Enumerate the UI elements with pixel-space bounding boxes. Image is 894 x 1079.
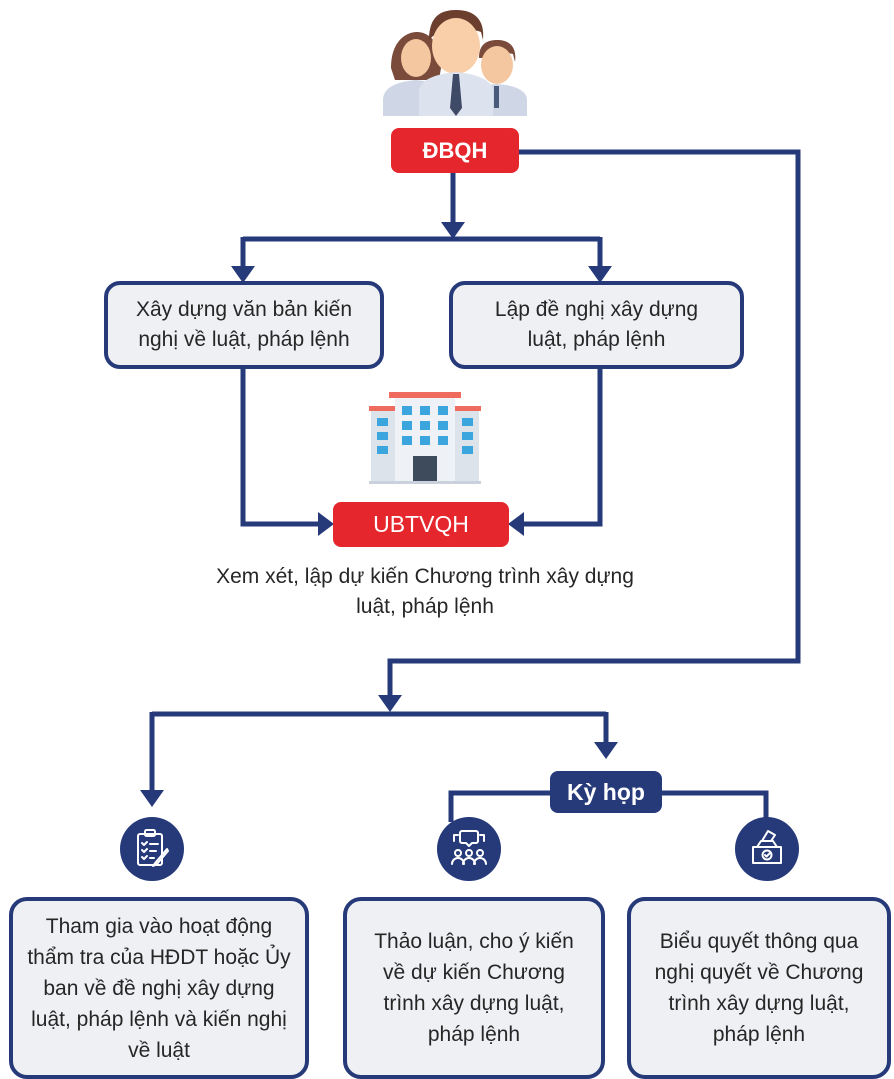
box-discussion-text: Thảo luận, cho ý kiến về dự kiến Chương … — [374, 930, 574, 1046]
discussion-group-icon — [451, 830, 487, 865]
ky-hop-label: Kỳ họp — [567, 778, 645, 805]
line-kyhop-left — [448, 790, 550, 822]
box-draft-recommendation-text: Xây dựng văn bản kiến nghị về luật, pháp… — [135, 298, 353, 351]
line-left-box-to-ubtvqh — [240, 368, 318, 527]
line-kyhop-right — [660, 790, 769, 822]
arrow-into-ubtvqh-right — [508, 512, 524, 536]
dbqh-label: ĐBQH — [422, 137, 488, 163]
box-vote-text: Biểu quyết thông qua nghị quyết về Chươn… — [654, 930, 864, 1046]
arrow-ky-hop — [594, 742, 618, 759]
ballot-box-icon — [752, 830, 782, 864]
ubtvqh-node: UBTVQH — [333, 502, 509, 547]
box-law-proposal: Lập đề nghị xây dựng luật, pháp lệnh — [449, 281, 744, 369]
clipboard-review-icon — [137, 829, 169, 867]
box-discussion: Thảo luận, cho ý kiến về dự kiến Chương … — [343, 897, 605, 1079]
ubtvqh-label: UBTVQH — [373, 511, 469, 537]
box-draft-recommendation: Xây dựng văn bản kiến nghị về luật, pháp… — [104, 281, 384, 369]
dbqh-node: ĐBQH — [391, 128, 519, 173]
arrow-right-box — [588, 266, 612, 283]
government-building-icon — [369, 392, 481, 484]
arrow-dbqh-split — [441, 222, 465, 239]
box-review-participation: Tham gia vào hoạt động thẩm tra của HĐDT… — [9, 897, 309, 1079]
box-vote: Biểu quyết thông qua nghị quyết về Chươn… — [627, 897, 891, 1079]
arrow-left-box — [231, 266, 255, 283]
review-icon-circle — [120, 817, 184, 881]
box-review-participation-text: Tham gia vào hoạt động thẩm tra của HĐDT… — [27, 914, 291, 1062]
discussion-icon-circle — [437, 817, 501, 881]
arrow-lower-left — [140, 790, 164, 807]
line-dbqh-right-loop — [387, 149, 801, 695]
ubtvqh-caption-text: Xem xét, lập dự kiến Chương trình xây dự… — [216, 565, 634, 618]
people-group-icon — [383, 10, 527, 116]
ubtvqh-caption: Xem xét, lập dự kiến Chương trình xây dự… — [215, 562, 635, 622]
line-right-box-to-ubtvqh — [524, 368, 603, 527]
arrow-into-ubtvqh-left — [318, 512, 334, 536]
box-law-proposal-text: Lập đề nghị xây dựng luật, pháp lệnh — [494, 298, 699, 351]
arrow-loop-down — [378, 695, 402, 712]
ky-hop-node: Kỳ họp — [550, 771, 662, 813]
vote-icon-circle — [735, 817, 799, 881]
